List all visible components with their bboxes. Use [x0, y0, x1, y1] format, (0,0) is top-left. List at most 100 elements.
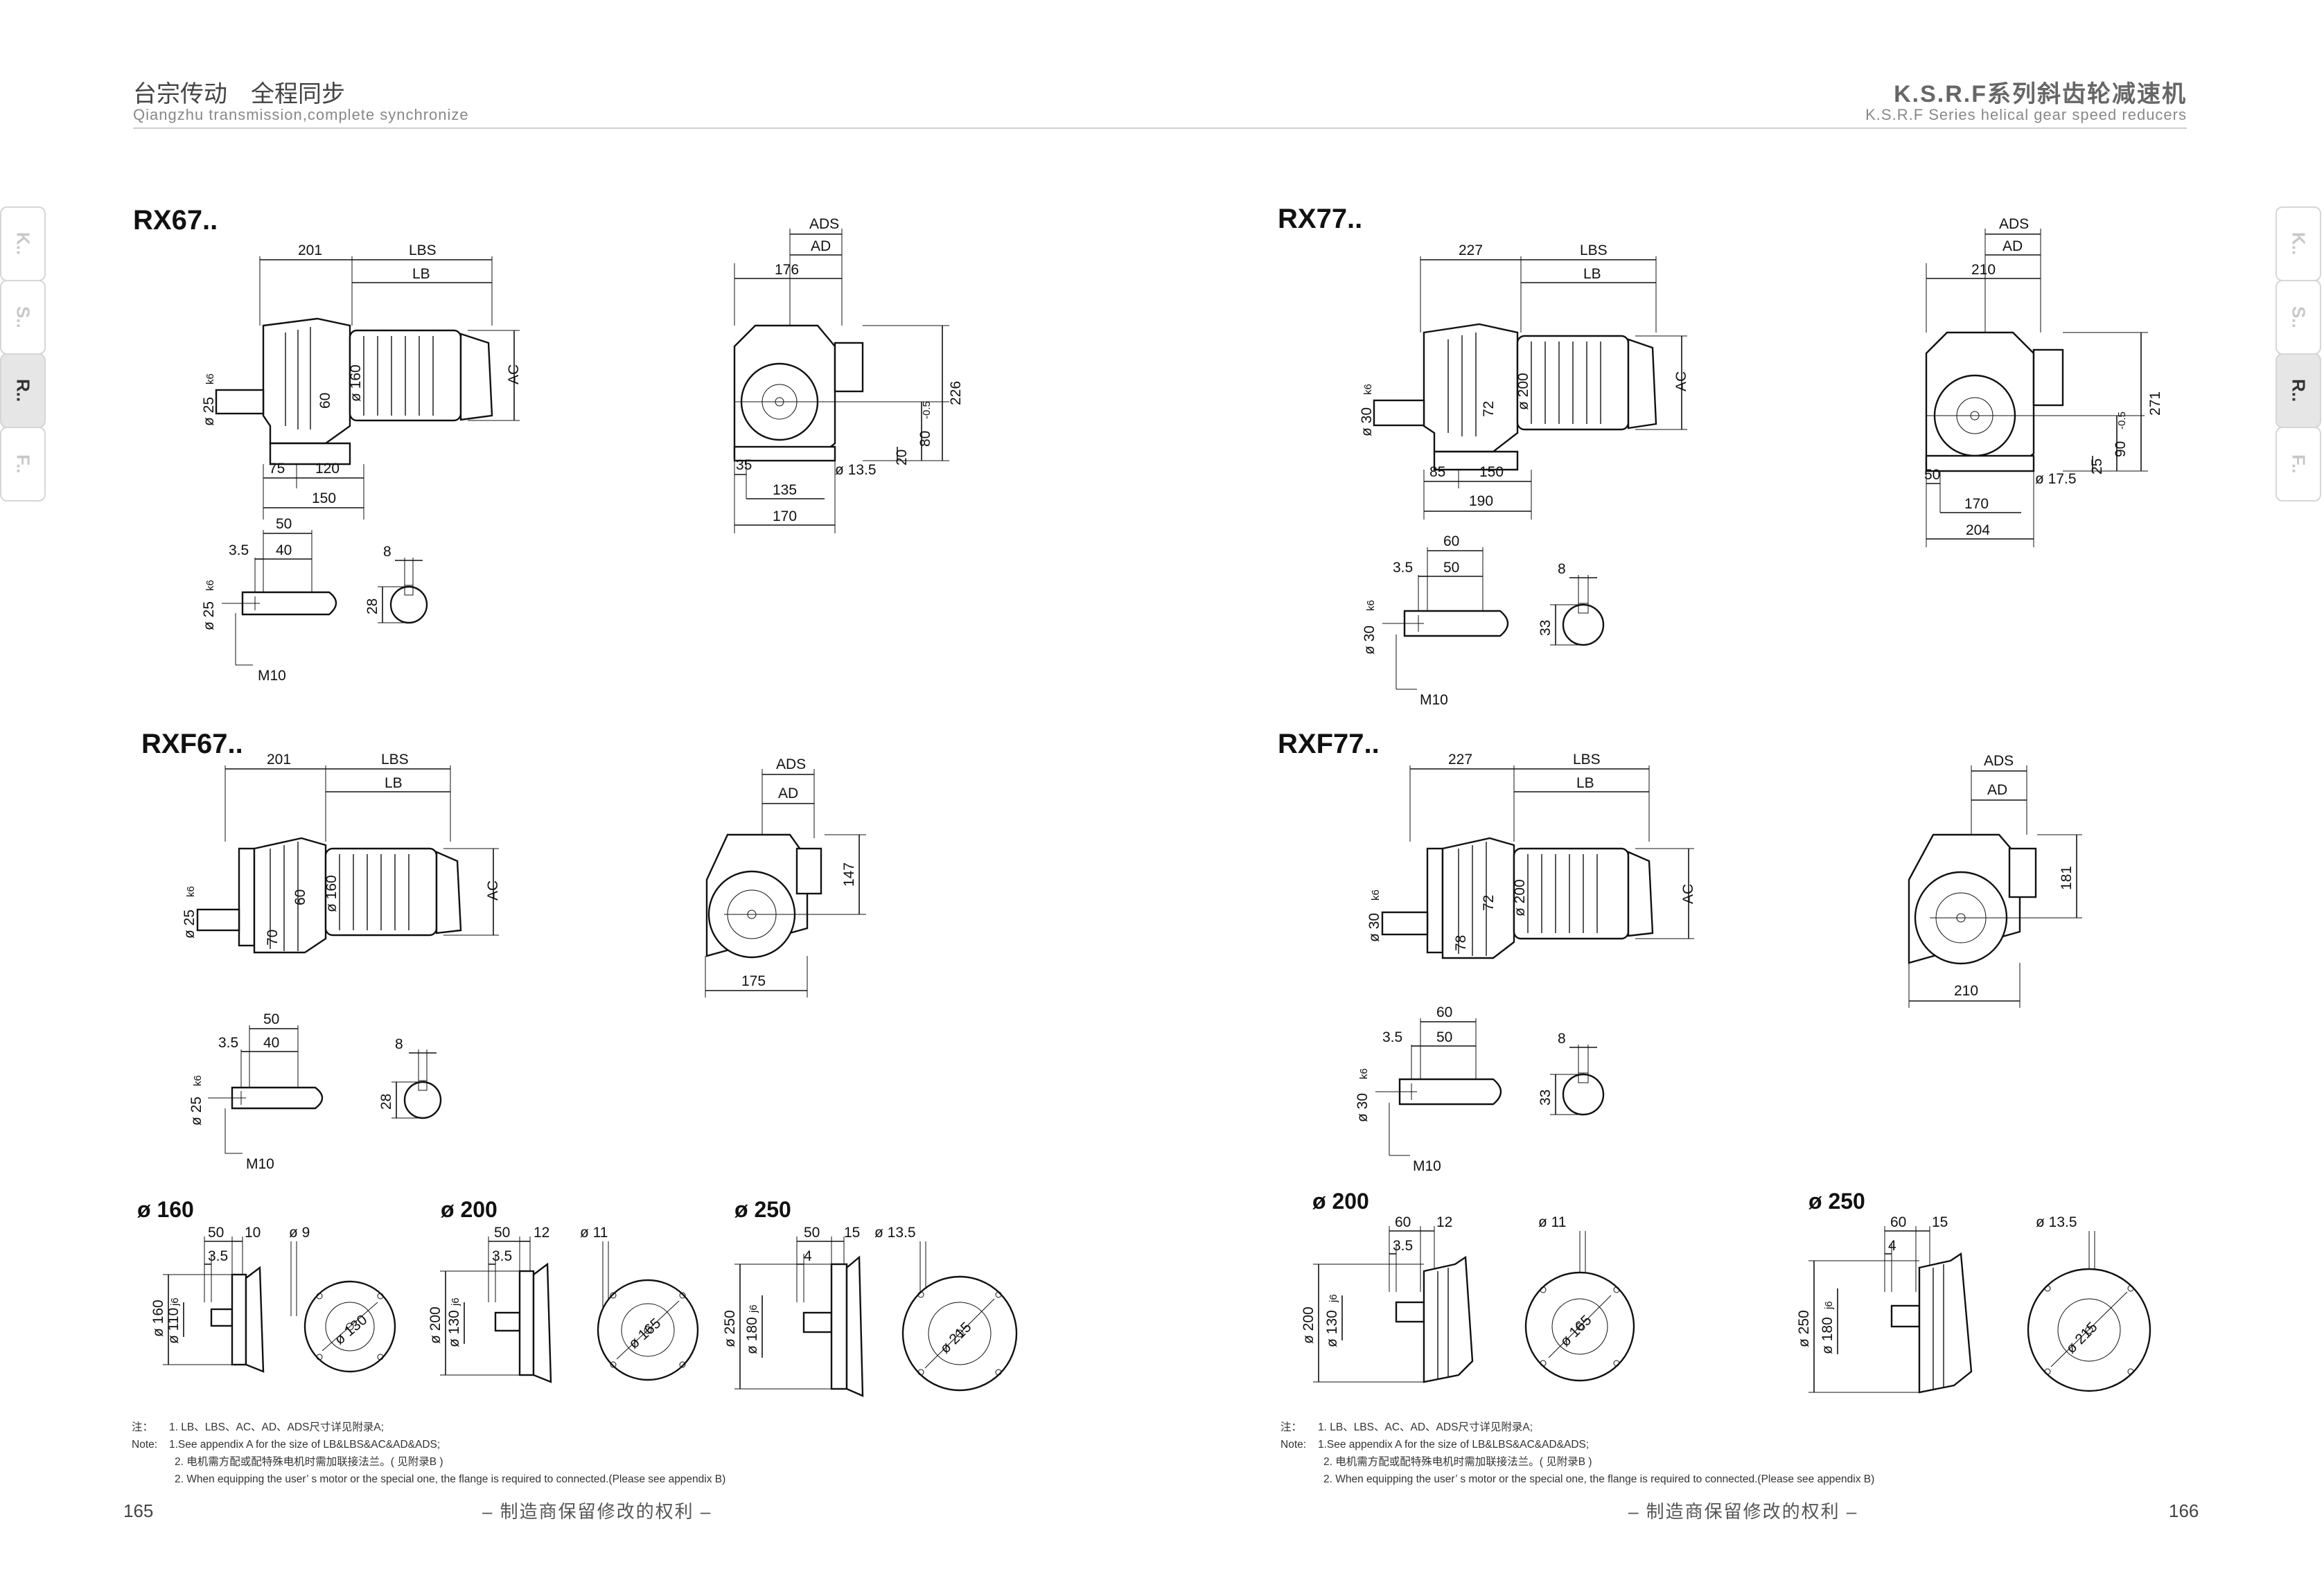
flange-drawing-250-left: 50 15 4 ø 13.5 ø 250 ø 180 j6 ø 215 — [722, 1225, 1018, 1397]
dim-ads: ADS — [776, 756, 806, 772]
svg-text:ø 25: ø 25 — [201, 601, 217, 630]
svg-text:28: 28 — [364, 599, 380, 614]
tab-s-right[interactable]: S.. — [2275, 280, 2321, 355]
svg-text:ø 130: ø 130 — [1324, 1310, 1340, 1347]
svg-text:70: 70 — [265, 930, 281, 946]
tab-r-right[interactable]: R.. — [2275, 353, 2321, 428]
svg-text:50: 50 — [263, 1011, 279, 1027]
svg-text:8: 8 — [383, 544, 391, 560]
svg-text:ø 130: ø 130 — [446, 1310, 462, 1347]
notes-right: 注：1. LB、LBS、AC、AD、ADS尺寸详见附录A; Note:1.See… — [1280, 1421, 1875, 1485]
svg-text:3.5: 3.5 — [1393, 1238, 1413, 1254]
svg-text:80: 80 — [917, 431, 933, 447]
svg-text:75: 75 — [269, 461, 285, 477]
svg-text:120: 120 — [315, 461, 340, 477]
svg-text:3.5: 3.5 — [229, 542, 249, 558]
flange-drawing-200-left: 50 12 3.5 ø 11 ø 200 ø 130 j6 ø 165 — [428, 1225, 699, 1383]
svg-text:8: 8 — [1558, 561, 1566, 577]
svg-text:8: 8 — [1558, 1031, 1566, 1047]
model-title-rxf77: RXF77.. — [1278, 729, 1380, 759]
dim-lb: LB — [1583, 266, 1601, 282]
svg-text:50: 50 — [1436, 1029, 1452, 1045]
svg-text:175: 175 — [741, 973, 766, 989]
svg-text:ø 25: ø 25 — [188, 1097, 204, 1126]
flange-title-250-left: ø 250 — [734, 1197, 791, 1222]
flange-hole-dia: ø 11 — [580, 1225, 608, 1241]
header-series-title: K.S.R.F系列斜齿轮减速机 — [1894, 81, 2187, 107]
svg-text:j6: j6 — [1328, 1294, 1339, 1303]
svg-text:k6: k6 — [204, 580, 216, 591]
drawing-rx77-front: ADS AD 210 271 90 -0.5 25 50 ø 17.5 170 … — [1924, 216, 2163, 547]
svg-text:25: 25 — [2089, 459, 2105, 475]
svg-text:33: 33 — [1538, 1090, 1553, 1106]
svg-text:33: 33 — [1538, 620, 1553, 636]
flange-title-200-left: ø 200 — [441, 1197, 498, 1222]
svg-text:12: 12 — [1436, 1214, 1452, 1230]
footer-rights-left: – 制造商保留修改的权利 – — [482, 1501, 712, 1522]
svg-text:85: 85 — [1429, 464, 1445, 480]
svg-text:90: 90 — [2113, 441, 2129, 457]
flange-title-200-right: ø 200 — [1312, 1189, 1369, 1214]
svg-text:ø 180: ø 180 — [1820, 1317, 1836, 1354]
tab-f-left[interactable]: F.. — [0, 427, 46, 502]
svg-text:170: 170 — [773, 508, 797, 524]
svg-text:j6: j6 — [450, 1297, 461, 1306]
svg-text:28: 28 — [378, 1094, 394, 1110]
svg-text:ø 250: ø 250 — [1796, 1310, 1812, 1347]
dim-foot-hole: ø 13.5 — [835, 462, 877, 478]
svg-text:k6: k6 — [1365, 600, 1377, 611]
header-divider — [133, 127, 2187, 129]
dim-length-gear: 227 — [1448, 752, 1472, 768]
shaft-detail-rx67: 50 3.5 40 ø 25 k6 M10 8 28 — [201, 516, 428, 684]
dim-ac: AC — [485, 880, 501, 901]
dim-lbs: LBS — [1573, 752, 1601, 768]
dim-length-gear: 201 — [267, 752, 291, 768]
dim-lbs: LBS — [1580, 242, 1608, 258]
svg-text:10: 10 — [245, 1225, 261, 1241]
svg-text:60: 60 — [1436, 1004, 1452, 1020]
dim-ads: ADS — [809, 216, 839, 232]
svg-text:271: 271 — [2147, 391, 2163, 416]
tab-s-left[interactable]: S.. — [0, 280, 46, 355]
dim-ads: ADS — [1984, 753, 2014, 769]
dim-ad: AD — [2002, 238, 2023, 254]
svg-text:147: 147 — [841, 862, 857, 887]
tab-f-right[interactable]: F.. — [2275, 427, 2321, 502]
svg-text:12: 12 — [534, 1225, 549, 1241]
svg-text:3.5: 3.5 — [218, 1035, 238, 1051]
svg-text:ø 30: ø 30 — [1355, 1093, 1371, 1122]
shaft-detail-rx77: 60 3.5 50 ø 30 k6 M10 8 33 — [1362, 533, 1605, 708]
dim-shaft-dia: ø 25 — [201, 397, 217, 426]
svg-text:j6: j6 — [169, 1297, 181, 1306]
tab-r-left[interactable]: R.. — [0, 353, 46, 428]
svg-text:3.5: 3.5 — [1382, 1029, 1402, 1045]
svg-text:k6: k6 — [1370, 889, 1382, 901]
flange-drawing-200-right: 60 12 3.5 ø 11 ø 200 ø 130 j6 ø 165 — [1301, 1214, 1635, 1383]
header-series-subtitle: K.S.R.F Series helical gear speed reduce… — [1865, 106, 2187, 123]
svg-text:4: 4 — [1888, 1238, 1896, 1254]
svg-text:78: 78 — [1453, 935, 1469, 951]
drawing-rx67-front: ADS AD 176 226 80 -0.5 20 35 ø 13.5 135 … — [733, 216, 964, 533]
svg-text:k6: k6 — [1358, 1068, 1370, 1079]
svg-text:210: 210 — [1954, 983, 1978, 999]
svg-text:150: 150 — [1479, 464, 1504, 480]
flange-hole-dia: ø 13.5 — [874, 1225, 916, 1241]
svg-text:-0.5: -0.5 — [2116, 411, 2128, 429]
svg-text:ø 200: ø 200 — [1301, 1306, 1317, 1344]
tab-k-left[interactable]: K.. — [0, 206, 46, 281]
svg-text:ø 200: ø 200 — [428, 1306, 443, 1344]
dim-thread: M10 — [1420, 692, 1448, 708]
svg-text:50: 50 — [1443, 560, 1459, 576]
svg-text:ø 250: ø 250 — [722, 1310, 738, 1347]
tab-k-right[interactable]: K.. — [2275, 206, 2321, 281]
dim-thread: M10 — [1413, 1158, 1441, 1174]
flange-drawing-250-right: 60 15 4 ø 13.5 ø 250 ø 180 j6 ø 215 — [1796, 1214, 2151, 1394]
svg-text:170: 170 — [1964, 496, 1989, 512]
drawing-rxf77-side: 227 LBS LB AC ø 30 k6 78 72 ø 200 — [1366, 752, 1696, 959]
dim-ac: AC — [506, 364, 522, 384]
dim-motor-dia: ø 160 — [324, 875, 340, 912]
dim-shaft-dia: ø 30 — [1359, 407, 1375, 436]
svg-text:40: 40 — [263, 1035, 279, 1051]
svg-text:135: 135 — [773, 482, 797, 498]
svg-text:ø 110: ø 110 — [166, 1308, 182, 1344]
